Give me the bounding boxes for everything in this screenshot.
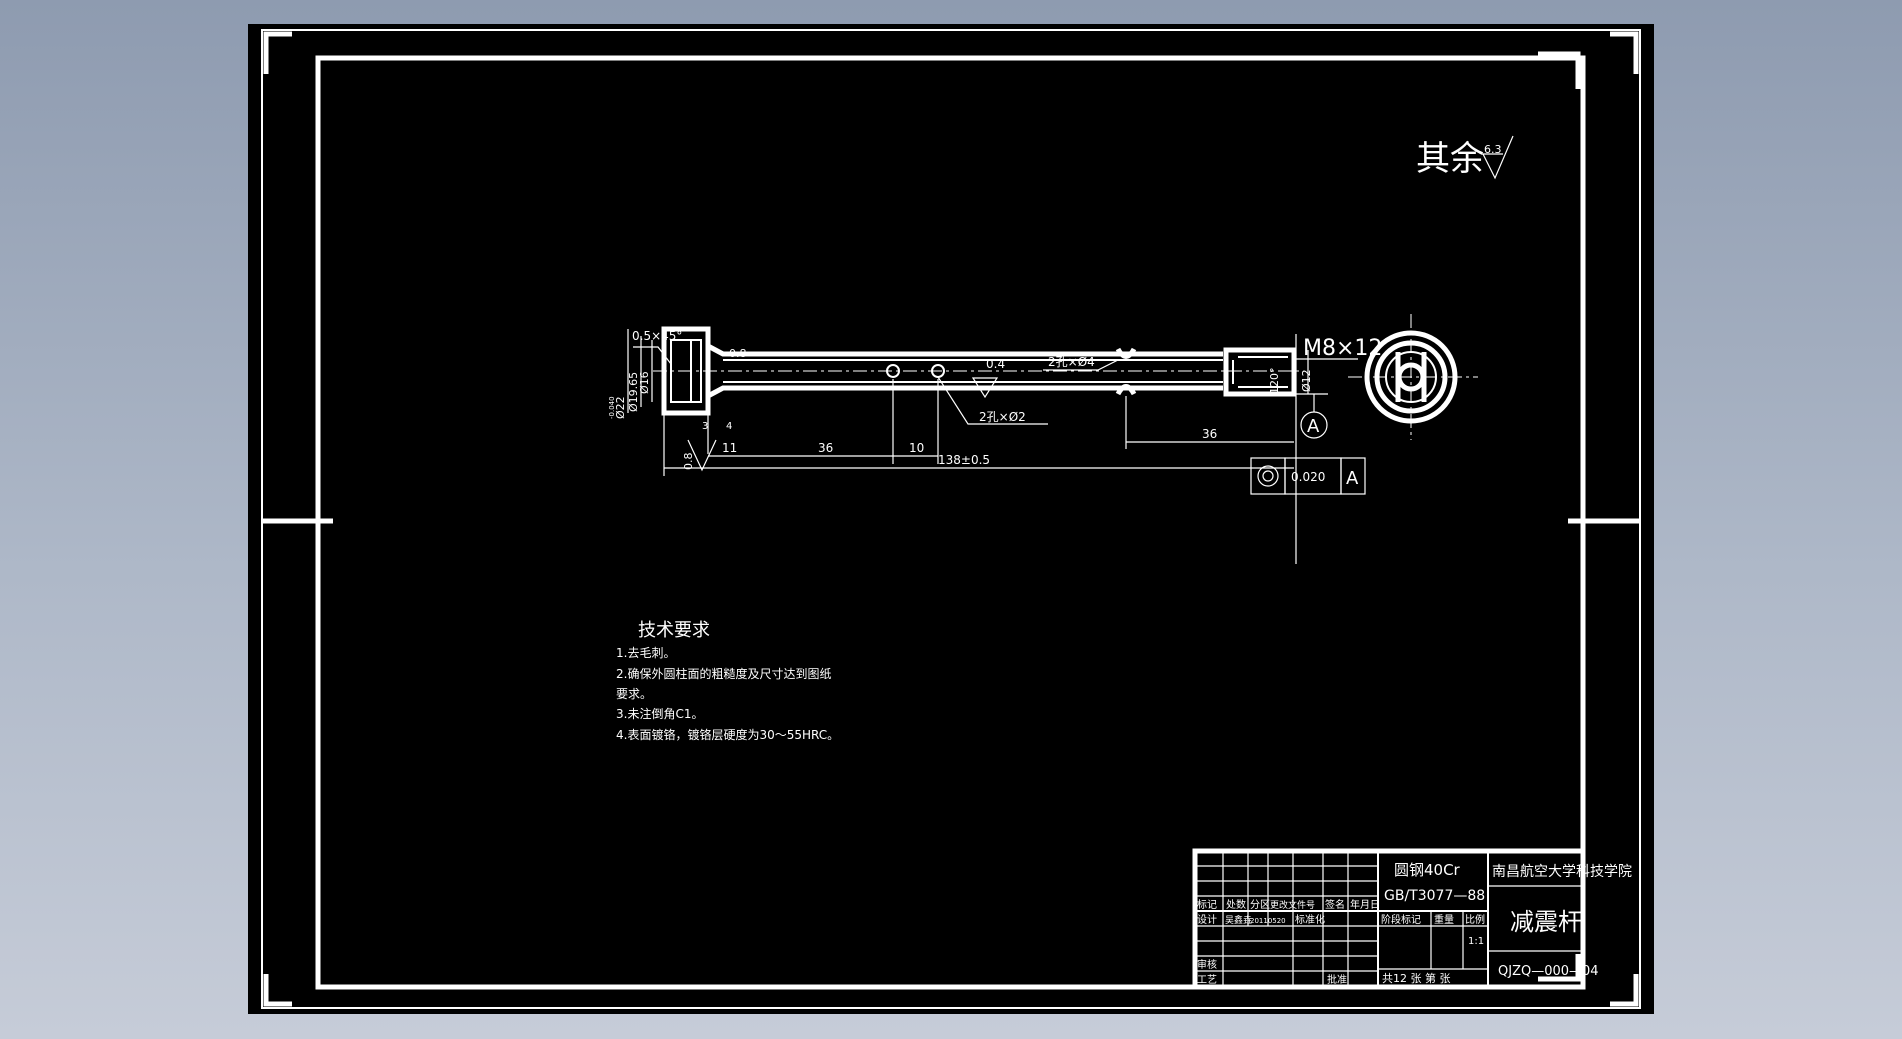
roughness-note-value: 6.3 (1484, 143, 1502, 156)
corner-mark-br (1610, 974, 1639, 1007)
tb-approve: 批准 (1327, 973, 1347, 986)
tech-line-5: 4.表面镀铬，镀铬层硬度为30～55HRC。 (616, 727, 839, 742)
roughness-symbol (1482, 135, 1514, 180)
shaft-end-view (1348, 314, 1478, 440)
tb-part-name: 减震杆 (1510, 908, 1582, 936)
dim-10: 10 (909, 441, 924, 455)
shaft-side-view (653, 326, 1303, 416)
dim-dia-outer: Ø22 (614, 396, 627, 419)
drawing-sheet: 其余 6.3 (248, 24, 1654, 1014)
tb-weight: 重量 (1434, 913, 1454, 926)
tb-scale-label: 比例 (1465, 913, 1485, 926)
tech-line-4: 3.未注倒角C1。 (616, 706, 703, 721)
dim-4: 4 (726, 421, 732, 432)
dim-dia-16: Ø16 (638, 371, 651, 394)
shaft-body-bottom (706, 385, 1223, 399)
corner-mark-tr (1610, 31, 1639, 74)
tech-line-2: 2.确保外圆柱面的粗糙度及尺寸达到图纸 (616, 666, 831, 681)
cad-drawing: 其余 6.3 (261, 29, 1641, 1009)
dim-dia-outer-tol: -0.040 (608, 396, 616, 419)
dim-roughness-left: 0.8 (682, 453, 695, 471)
tb-drawing-no: QJZQ—000—04 (1498, 964, 1599, 979)
tb-h-sign: 签名 (1325, 898, 1345, 911)
dim-roughness-top: 0.8 (729, 347, 747, 360)
inner-border (315, 55, 1586, 990)
tb-design-date: 20110520 (1250, 917, 1286, 925)
corner-mark-tl (263, 31, 292, 74)
dim-dia-12: Ø12 (1300, 369, 1313, 392)
tb-designer: 吴鑫垚 (1225, 914, 1252, 926)
tb-h-count: 处数 (1226, 898, 1246, 911)
technical-requirements: 技术要求 1.去毛刺。 2.确保外圆柱面的粗糙度及尺寸达到图纸 要求。 3.未注… (616, 620, 839, 742)
concentricity-icon (1257, 465, 1279, 487)
dim-chamfer: 0.5×45° (632, 329, 682, 343)
tb-h-date: 年月日 (1350, 898, 1380, 911)
tb-review: 审核 (1197, 958, 1217, 971)
corner-inner-tr (1538, 51, 1581, 89)
dim-36-left: 36 (818, 441, 833, 455)
dim-3: 3 (702, 421, 708, 432)
title-block: 圆钢40Cr GB/T3077—88 南昌航空大学科技学院 减震杆 QJZQ—0… (1192, 848, 1632, 990)
dim-holes-bottom: 2孔×Ø2 (979, 410, 1026, 424)
shaft-body-top (706, 343, 1223, 357)
tb-material: 圆钢40Cr (1394, 861, 1461, 879)
tb-h-zone: 分区 (1250, 899, 1270, 911)
tb-standard: GB/T3077—88 (1384, 888, 1485, 904)
dim-holes-top: 2孔×Ø4 (1048, 355, 1095, 369)
tb-process: 工艺 (1197, 974, 1217, 986)
dim-11: 11 (722, 441, 737, 455)
dim-36-right: 36 (1202, 427, 1217, 441)
tb-h-change: 更改文件号 (1270, 899, 1315, 911)
dim-overall: 138±0.5 (938, 453, 990, 467)
tb-school: 南昌航空大学科技学院 (1492, 864, 1632, 880)
dim-angle: 120° (1268, 368, 1281, 395)
tb-h-mark: 标记 (1197, 899, 1217, 911)
tech-line-3: 要求。 (616, 687, 652, 701)
dim-dia-19: Ø19.65 (627, 372, 640, 412)
tb-standardization: 标准化 (1295, 913, 1325, 926)
datum-marker (1300, 411, 1328, 439)
tb-stage: 阶段标记 (1381, 913, 1421, 926)
tech-title: 技术要求 (638, 620, 710, 641)
roughness-note-label: 其余 (1416, 139, 1484, 179)
tech-line-1: 1.去毛刺。 (616, 646, 675, 660)
tolerance-datum: A (1346, 468, 1359, 489)
tb-scale: 1:1 (1468, 936, 1484, 947)
corner-mark-bl (263, 974, 292, 1007)
dim-roughness-mid: 0.4 (986, 357, 1005, 371)
tolerance-value: 0.020 (1291, 470, 1325, 484)
tb-design-label: 设计 (1197, 913, 1217, 926)
shaft-end (1223, 347, 1297, 397)
roughness-mid-symbol (971, 377, 999, 399)
datum-label: A (1307, 416, 1320, 437)
tb-sheet-info: 共12 张 第 张 (1382, 971, 1451, 985)
corner-inner-br (1538, 954, 1581, 982)
dimensions: 0.5×45° 0.8 0.4 2孔×Ø4 2孔×Ø2 M8×12 Ø22 -0… (608, 329, 1382, 564)
